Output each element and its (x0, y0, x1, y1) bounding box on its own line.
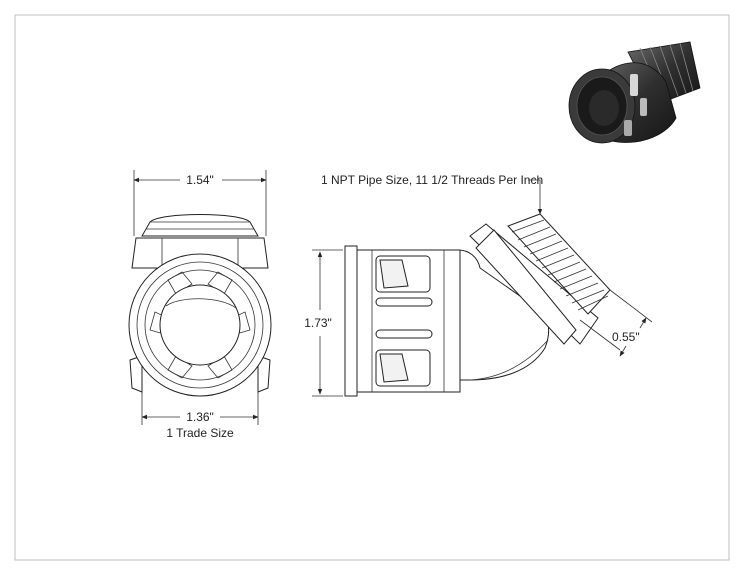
dimension-overall-height: 1.73" (304, 249, 343, 397)
front-view (128, 214, 272, 397)
dim-0-55-label: 0.55" (612, 330, 640, 344)
dim-1-73-label: 1.73" (304, 316, 332, 330)
thread-callout: 1 NPT Pipe Size, 11 1/2 Threads Per Inch (321, 173, 543, 215)
dimension-inner-diameter: 1.36" 1 Trade Size (141, 390, 259, 440)
dim-1-54-label: 1.54" (186, 173, 214, 187)
dim-1-36-label: 1.36" (186, 410, 214, 424)
side-view (344, 213, 611, 397)
trade-size-label: 1 Trade Size (166, 426, 234, 440)
drawing-border (14, 14, 730, 561)
thread-note-label: 1 NPT Pipe Size, 11 1/2 Threads Per Inch (321, 173, 543, 187)
isometric-render (568, 41, 701, 144)
dimension-thread-length: 0.55" (579, 289, 653, 357)
dimension-outer-diameter: 1.54" (133, 170, 267, 236)
